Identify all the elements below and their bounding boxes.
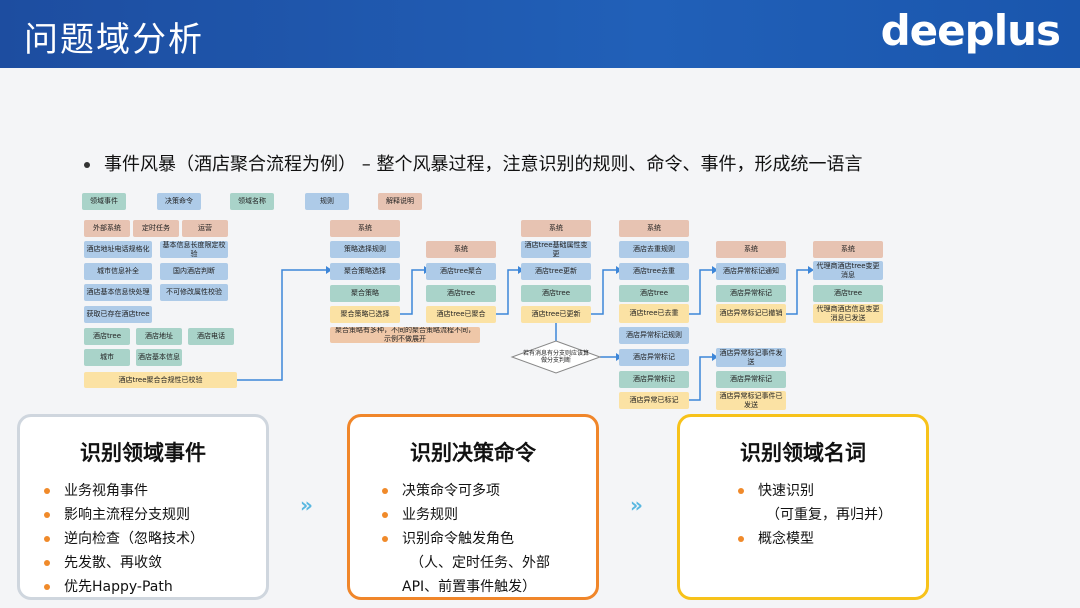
card-item: （可重复，再归并）: [766, 507, 892, 523]
rule-address-phone: 酒店地址电话规格化: [84, 241, 152, 258]
legend-rule: 规则: [305, 193, 349, 210]
term-hotel-phone: 酒店电话: [188, 328, 234, 345]
col5-send-event: 酒店异常标记事件已发送: [716, 391, 786, 410]
col4-anomaly-term: 酒店异常标记: [619, 371, 689, 388]
header-bar: 问题域分析 deeplus: [0, 0, 1080, 68]
col2-term: 酒店tree: [426, 285, 496, 302]
card-title: 识别领域事件: [80, 441, 206, 465]
chevron-right-icon: »: [630, 493, 643, 517]
card-list: 快速识别 （可重复，再归并） 概念模型: [738, 479, 892, 551]
col2-event: 酒店tree已聚合: [426, 306, 496, 323]
decision-label: 若有消息有分支则应该算做分支判断: [522, 350, 589, 364]
card-item: 决策命令可多项: [382, 479, 550, 503]
bullet-dot: [84, 162, 90, 168]
rule-basic-info: 酒店基本信息快处理: [84, 284, 152, 301]
col4-actor: 系统: [619, 220, 689, 237]
col6-command: 代理商酒店tree变更消息: [813, 261, 883, 280]
col5-event: 酒店异常标记已撤销: [716, 304, 786, 323]
card-item: 识别命令触发角色: [382, 527, 550, 551]
card-item: 影响主流程分支规则: [44, 503, 204, 527]
actor-scheduled: 定时任务: [133, 220, 179, 237]
legend-domain-event: 领域事件: [82, 193, 126, 210]
card-item: 先发散、再收敛: [44, 551, 204, 575]
col1-event: 聚合策略已选择: [330, 306, 400, 323]
rule-length-check: 基本信息长度限定校验: [160, 241, 228, 258]
col5-send-term: 酒店异常标记: [716, 371, 786, 388]
col4-anomaly-command: 酒店异常标记: [619, 349, 689, 366]
card-item: 业务规则: [382, 503, 550, 527]
col3-rule: 酒店tree基础属性变更: [521, 241, 591, 258]
col4-anomaly-event: 酒店异常已标记: [619, 392, 689, 409]
col1-term: 聚合策略: [330, 285, 400, 302]
actor-external: 外部系统: [84, 220, 130, 237]
col3-actor: 系统: [521, 220, 591, 237]
actor-ops: 运营: [182, 220, 228, 237]
card-item: （人、定时任务、外部: [410, 555, 550, 571]
col1-command: 聚合策略选择: [330, 263, 400, 280]
card-commands: 识别决策命令 决策命令可多项 业务规则 识别命令触发角色 （人、定时任务、外部 …: [347, 414, 599, 600]
legend-command: 决策命令: [157, 193, 201, 210]
card-list: 业务视角事件 影响主流程分支规则 逆向检查（忽略技术） 先发散、再收敛 优先Ha…: [44, 479, 204, 599]
page-title: 问题域分析: [24, 20, 204, 60]
card-title: 识别领域名词: [740, 441, 866, 465]
col5-actor: 系统: [716, 241, 786, 258]
col4-command: 酒店tree去重: [619, 263, 689, 280]
col6-event: 代理商酒店信息变更消息已发送: [813, 304, 883, 323]
card-domain-terms: 识别领域名词 快速识别 （可重复，再归并） 概念模型: [677, 414, 929, 600]
rule-domestic: 国内酒店判断: [160, 263, 228, 280]
rule-existing-tree: 获取已存在酒店tree: [84, 306, 152, 323]
card-item: 逆向检查（忽略技术）: [44, 527, 204, 551]
col5-command: 酒店异常标记通知: [716, 263, 786, 280]
deeplus-logo: deeplus: [880, 6, 1061, 55]
term-hotel-tree: 酒店tree: [84, 328, 130, 345]
col5-send-command: 酒店异常标记事件发送: [716, 348, 786, 367]
col3-event: 酒店tree已更新: [521, 306, 591, 323]
subtitle-text: 事件风暴（酒店聚合流程为例） – 整个风暴过程，注意识别的规则、命令、事件，形成…: [104, 154, 863, 175]
event-compliance-checked: 酒店tree聚合合规性已校验: [84, 372, 237, 388]
col4-event: 酒店tree已去重: [619, 304, 689, 323]
rule-city-fill: 城市信息补全: [84, 263, 152, 280]
term-basic-info: 酒店基本信息: [136, 349, 182, 366]
card-item: 概念模型: [738, 527, 892, 551]
col3-term: 酒店tree: [521, 285, 591, 302]
col4-rule: 酒店去重规则: [619, 241, 689, 258]
card-item: API、前置事件触发）: [402, 579, 537, 595]
rule-immutable: 不可修改属性校验: [160, 284, 228, 301]
legend-explanation: 解释说明: [378, 193, 422, 210]
col6-actor: 系统: [813, 241, 883, 258]
col5-term: 酒店异常标记: [716, 285, 786, 302]
col6-term: 酒店tree: [813, 285, 883, 302]
legend-domain-term: 领域名称: [230, 193, 274, 210]
card-item: 快速识别: [738, 479, 892, 503]
slide-subtitle: 事件风暴（酒店聚合流程为例） – 整个风暴过程，注意识别的规则、命令、事件，形成…: [84, 150, 862, 176]
chevron-right-icon: »: [300, 493, 313, 517]
card-item: 优先Happy-Path: [44, 575, 204, 599]
card-item: 业务视角事件: [44, 479, 204, 503]
term-hotel-address: 酒店地址: [136, 328, 182, 345]
col3-command: 酒店tree更新: [521, 263, 591, 280]
decision-diamond: [510, 340, 602, 374]
card-domain-events: 识别领域事件 业务视角事件 影响主流程分支规则 逆向检查（忽略技术） 先发散、再…: [17, 414, 269, 600]
col4-term: 酒店tree: [619, 285, 689, 302]
col4-anomaly-rule: 酒店异常标记规则: [619, 327, 689, 344]
col2-actor: 系统: [426, 241, 496, 258]
card-list: 决策命令可多项 业务规则 识别命令触发角色 （人、定时任务、外部 API、前置事…: [382, 479, 550, 599]
col1-actor: 系统: [330, 220, 400, 237]
col2-command: 酒店tree聚合: [426, 263, 496, 280]
col1-note: 聚合策略有多种，不同的聚合策略流程不同，示例不做展开: [330, 327, 480, 343]
term-city: 城市: [84, 349, 130, 366]
card-title: 识别决策命令: [410, 441, 536, 465]
col1-rule: 策略选择规则: [330, 241, 400, 258]
